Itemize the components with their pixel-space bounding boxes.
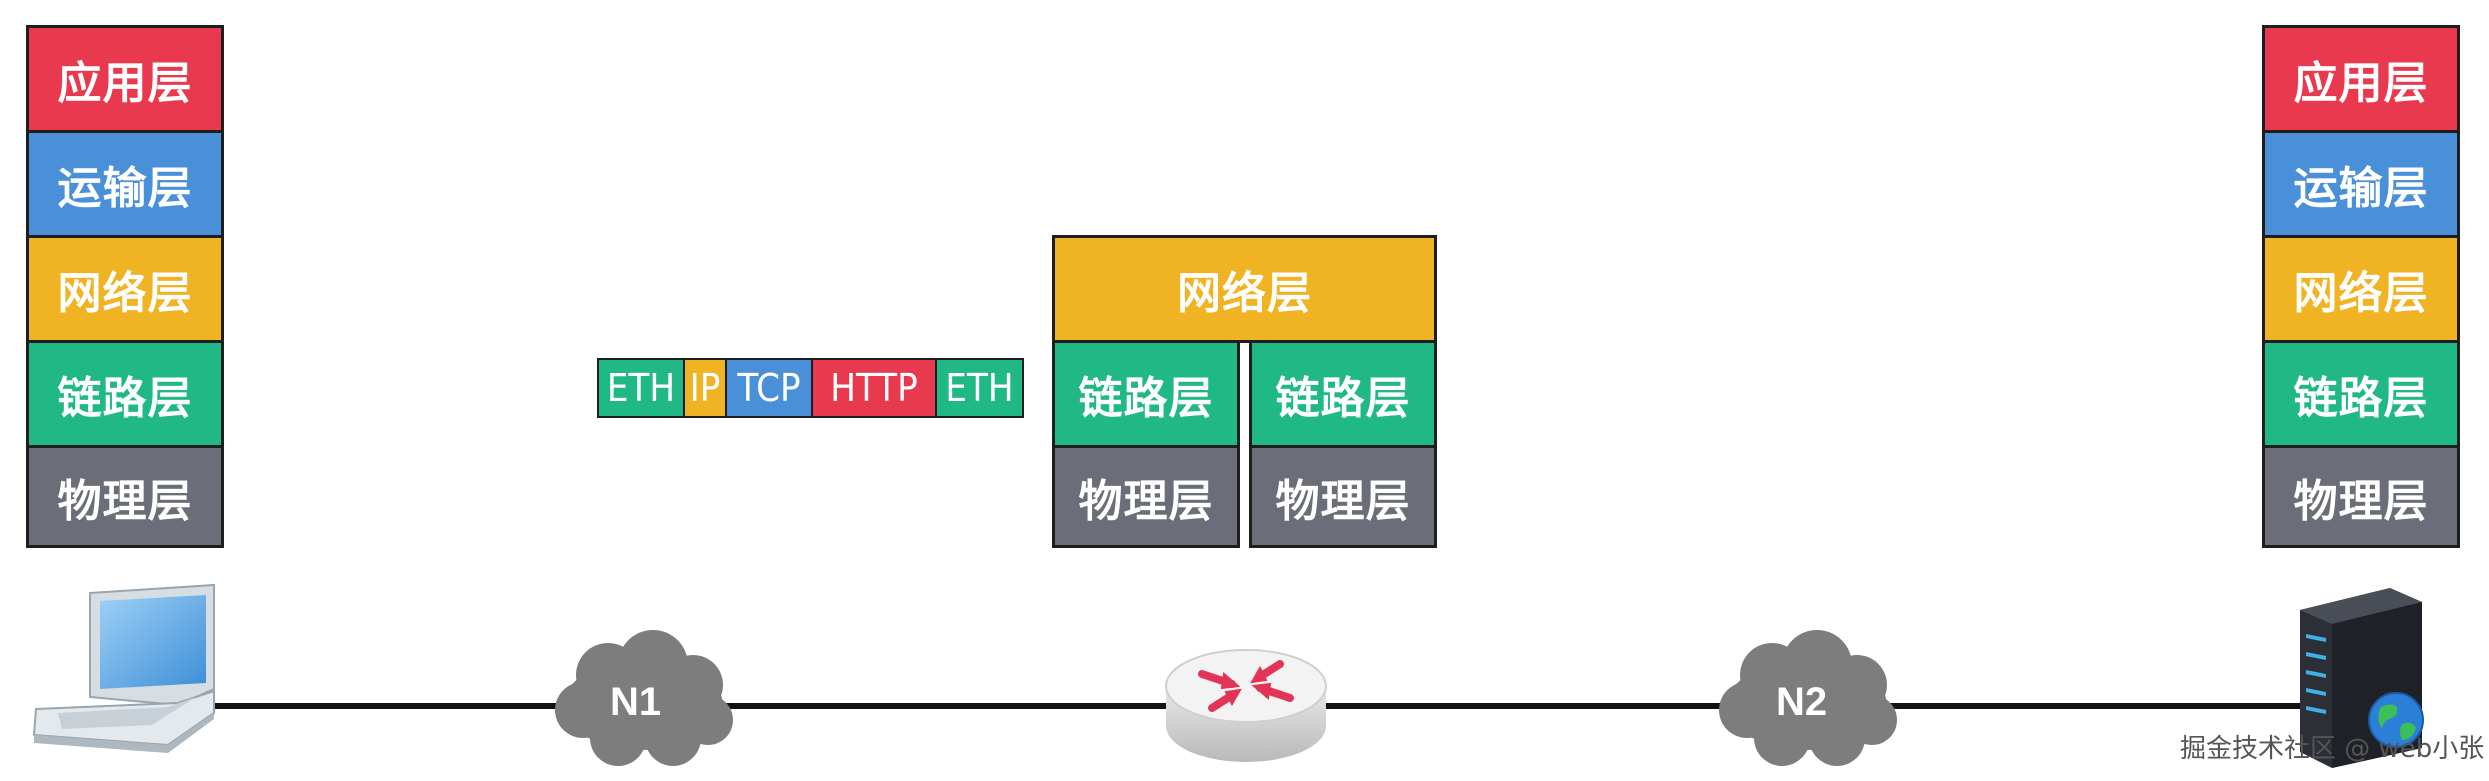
left-transport-layer: 运输层 <box>26 130 224 238</box>
router-physical-layer-left: 物理层 <box>1052 445 1240 548</box>
router-network-layer: 网络层 <box>1052 235 1437 343</box>
packet-eth-trailer: ETH <box>935 358 1024 418</box>
laptop-icon <box>32 583 215 753</box>
router-link-layer-left: 链路层 <box>1052 340 1240 448</box>
cloud-icon-n2 <box>1719 630 1897 766</box>
router-icon <box>1165 649 1327 762</box>
packet-ip-header: IP <box>683 358 727 418</box>
network-n2-label: N2 <box>1776 680 1828 724</box>
network-n1-label: N1 <box>610 680 662 724</box>
watermark-text: 掘金技术社区 @ web小张 <box>2180 734 2485 764</box>
left-link-layer: 链路层 <box>26 340 224 448</box>
right-link-layer: 链路层 <box>2262 340 2460 448</box>
left-network-layer: 网络层 <box>26 235 224 343</box>
left-application-layer: 应用层 <box>26 25 224 133</box>
right-transport-layer: 运输层 <box>2262 130 2460 238</box>
right-application-layer: 应用层 <box>2262 25 2460 133</box>
right-physical-layer: 物理层 <box>2262 445 2460 548</box>
packet-tcp-header: TCP <box>725 358 813 418</box>
right-network-layer: 网络层 <box>2262 235 2460 343</box>
packet-http-data: HTTP <box>811 358 937 418</box>
globe-icon <box>2368 692 2424 748</box>
router-physical-layer-right: 物理层 <box>1249 445 1437 548</box>
cloud-icon-n1 <box>555 630 733 766</box>
packet-eth-header: ETH <box>597 358 685 418</box>
left-physical-layer: 物理层 <box>26 445 224 548</box>
router-link-layer-right: 链路层 <box>1249 340 1437 448</box>
